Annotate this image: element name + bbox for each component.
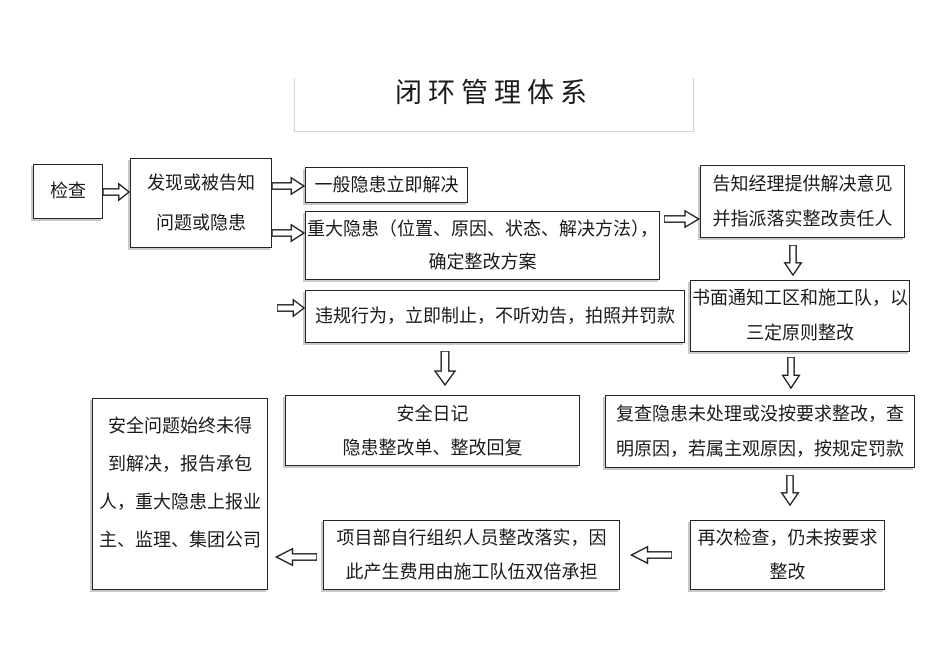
box-safety-diary: 安全日记 隐患整改单、整改回复 (285, 395, 580, 466)
box-text-line: 项目部自行组织人员整改落实，因 (336, 528, 607, 548)
box-text-line: 此产生费用由施工队伍双倍承担 (345, 562, 598, 582)
discover-to-violation-arrow-icon (277, 298, 305, 318)
box-text-line: 主、监理、集团公司 (99, 530, 261, 550)
box-text-line: 问题或隐患 (156, 213, 246, 233)
box-text-line: 隐患整改单、整改回复 (342, 437, 523, 458)
title-frame: 闭环管理体系 (294, 78, 694, 132)
box-text-line: 告知经理提供解决意见 (712, 173, 893, 194)
project-dept-to-unresolved-arrow-icon (275, 547, 317, 567)
discover-to-major-arrow-icon (272, 223, 305, 243)
box-violation: 违规行为，立即制止，不听劝告，拍照并罚款 (305, 290, 685, 343)
box-project-dept-rectify: 项目部自行组织人员整改落实，因 此产生费用由施工队伍双倍承担 (323, 520, 620, 590)
discover-to-general-arrow-icon (272, 176, 305, 196)
box-discover-or-informed: 发现或被告知 问题或隐患 (130, 158, 272, 248)
box-text-line: 重大隐患（位置、原因、状态、解决方法）， (307, 218, 658, 239)
box-check: 检查 (33, 164, 103, 219)
box-text-line: 确定整改方案 (428, 251, 537, 272)
box-unresolved-report: 安全问题始终未得 到解决，报告承包 人，重大隐患上报业 主、监理、集团公司 (92, 398, 268, 590)
recheck-again-to-project-dept-arrow-icon (630, 545, 672, 565)
box-text-line: 安全问题始终未得 (108, 416, 252, 436)
major-to-notify-manager-arrow-icon (664, 209, 700, 229)
box-text-line: 复查隐患未处理或没按要求整改，查 (616, 403, 904, 424)
box-text-line: 一般隐患立即解决 (314, 174, 459, 195)
notify-to-written-notice-arrow-icon (783, 245, 803, 276)
box-major-hazard: 重大隐患（位置、原因、状态、解决方法）， 确定整改方案 (305, 211, 660, 280)
box-text-line: 到解决，报告承包 (108, 454, 252, 474)
box-text-line: 再次检查，仍未按要求 (697, 528, 878, 548)
box-notify-manager: 告知经理提供解决意见 并指派落实整改责任人 (700, 165, 905, 238)
box-general-hazard: 一般隐患立即解决 (305, 167, 468, 203)
check-to-discover-arrow-icon (103, 182, 130, 202)
box-written-notice: 书面通知工区和施工队，以 三定原则整改 (690, 280, 910, 352)
box-text-line: 整改 (769, 562, 806, 582)
box-text-line: 三定原则整改 (746, 323, 854, 343)
box-text-line: 明原因，若属主观原因，按规定罚款 (616, 438, 904, 459)
box-recheck-again: 再次检查，仍未按要求 整改 (690, 520, 885, 590)
box-text-line: 发现或被告知 (147, 173, 255, 193)
page-title: 闭环管理体系 (395, 78, 593, 108)
recheck-to-recheck-again-arrow-icon (780, 475, 800, 506)
box-text-line: 人，重大隐患上报业 (99, 492, 261, 512)
box-text-line: 违规行为，立即制止，不听劝告，拍照并罚款 (315, 306, 675, 326)
written-notice-to-recheck-arrow-icon (781, 357, 801, 389)
box-recheck-hazard: 复查隐患未处理或没按要求整改，查 明原因，若属主观原因，按规定罚款 (605, 395, 915, 468)
box-text-line: 检查 (50, 181, 86, 201)
violation-to-safety-diary-arrow-icon (433, 351, 457, 386)
box-text-line: 并指派落实整改责任人 (712, 208, 893, 229)
box-text-line: 安全日记 (396, 403, 469, 424)
box-text-line: 书面通知工区和施工队，以 (692, 288, 908, 308)
